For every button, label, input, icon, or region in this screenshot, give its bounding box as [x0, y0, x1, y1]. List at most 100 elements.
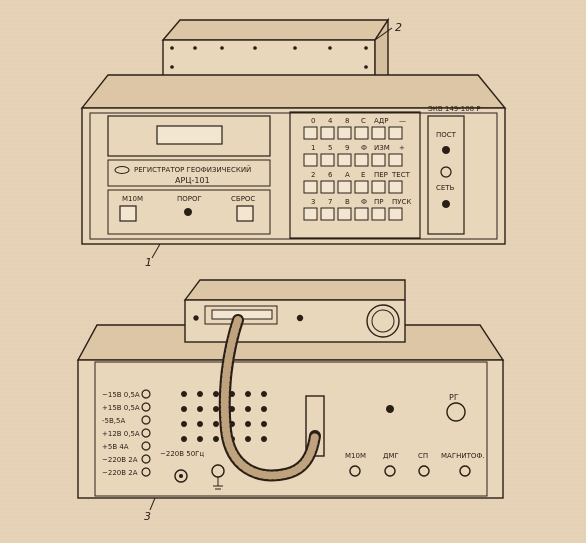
connector-label: ДМГ — [383, 452, 399, 460]
model-plate: ЭКВ 149-108 Р — [428, 105, 481, 113]
keypad-key[interactable] — [354, 126, 369, 140]
connector-label: М10М — [345, 452, 366, 460]
keypad-label: ТЕСТ — [391, 171, 411, 179]
keypad-label: + — [399, 144, 405, 152]
keypad-label: 7 — [328, 198, 332, 206]
keypad-label: 9 — [345, 144, 349, 152]
keypad-key[interactable] — [303, 153, 318, 167]
keypad-label: — — [399, 117, 406, 125]
keypad-label: АДР — [374, 117, 388, 125]
fuse-column: ~15В 0,5А +15В 0,5А -5В,5А +12В 0,5А +5В… — [102, 389, 151, 477]
sbros-label: СБРОС — [231, 195, 255, 203]
post-label: ПОСТ — [436, 131, 457, 139]
fuse-holder-icon[interactable] — [141, 428, 151, 438]
keypad-label: ПР — [374, 198, 384, 206]
voltage-label: ~220В 50Гц — [160, 450, 204, 458]
fuse-label: ~220В 2А — [102, 456, 138, 464]
logo-icon — [114, 166, 130, 174]
keypad-frame — [289, 111, 421, 239]
vent-grid — [181, 391, 267, 442]
connector-dmg[interactable] — [384, 465, 396, 477]
callout-2-leader — [374, 27, 393, 41]
title-plate — [107, 159, 271, 187]
display-window — [156, 125, 223, 145]
fuse-label: +15В 0,5А — [102, 404, 140, 412]
cable — [220, 316, 319, 480]
keypad-key[interactable] — [320, 153, 335, 167]
power-socket-icon[interactable] — [174, 469, 188, 483]
keypad-key[interactable] — [303, 180, 318, 194]
keypad-key[interactable] — [371, 180, 386, 194]
keypad-key[interactable] — [337, 180, 352, 194]
keypad-label: Ф — [361, 144, 367, 152]
keypad-label: ПЕР — [374, 171, 388, 179]
keypad-key[interactable] — [388, 126, 403, 140]
keypad-label: 1 — [311, 144, 315, 152]
keypad-key[interactable] — [337, 207, 352, 221]
keypad-key[interactable] — [320, 207, 335, 221]
fuse-label: ~220В 2А — [102, 469, 138, 477]
power-socket-pin-icon — [179, 474, 183, 478]
keypad-key[interactable] — [371, 153, 386, 167]
callout-3-leader — [149, 497, 156, 511]
keypad-key[interactable] — [354, 153, 369, 167]
keypad-key[interactable] — [371, 126, 386, 140]
porog-knob[interactable] — [184, 208, 192, 216]
post-lamp-icon — [440, 166, 452, 178]
m10m-button[interactable] — [119, 205, 137, 222]
keypad-key[interactable] — [354, 180, 369, 194]
connector-m10m[interactable] — [349, 465, 361, 477]
keypad-label: 4 — [328, 117, 333, 125]
keypad-key[interactable] — [337, 153, 352, 167]
fuse-holder-icon[interactable] — [141, 389, 151, 399]
title-line-2: АРЦ-101 — [175, 176, 210, 185]
keypad-key[interactable] — [303, 207, 318, 221]
keypad-label: В — [345, 198, 350, 206]
keypad-key[interactable] — [337, 126, 352, 140]
fuse-holder-icon[interactable] — [141, 415, 151, 425]
connector-magnitof[interactable] — [459, 465, 471, 477]
callout-3: 3 — [144, 510, 151, 523]
keypad-label: ИЗМ — [374, 144, 390, 152]
keypad-label: 3 — [311, 198, 315, 206]
keypad-label: 8 — [345, 117, 349, 125]
title-line-1: РЕГИСТРАТОР ГЕОФИЗИЧЕСКИЙ — [134, 165, 251, 174]
m10m-label: М10М — [122, 195, 143, 203]
keypad-key[interactable] — [371, 207, 386, 221]
connector-label: СП — [418, 452, 428, 460]
fuse-holder-icon[interactable] — [141, 467, 151, 477]
button-group — [107, 189, 271, 235]
keypad-key[interactable] — [388, 180, 403, 194]
fuse-holder-icon[interactable] — [141, 454, 151, 464]
keypad-key[interactable] — [388, 207, 403, 221]
keypad-key[interactable] — [320, 180, 335, 194]
post-indicator-icon — [442, 146, 450, 154]
callout-2: 2 — [395, 21, 402, 34]
connector-sp[interactable] — [418, 465, 430, 477]
keypad-label: 0 — [311, 117, 315, 125]
keypad-label: 5 — [328, 144, 332, 152]
rg-connector-icon[interactable] — [446, 402, 466, 422]
display-bezel — [107, 115, 271, 157]
callout-1: 1 — [145, 256, 152, 269]
sbros-button[interactable] — [236, 205, 254, 222]
indicator-icon — [386, 405, 394, 413]
keypad-label: Ф — [361, 198, 367, 206]
keypad-key[interactable] — [354, 207, 369, 221]
sensor-box — [183, 279, 406, 343]
keypad-label: С — [361, 117, 366, 125]
fuse-label: +5В 4А — [102, 443, 129, 451]
keypad-key[interactable] — [320, 126, 335, 140]
connector-label: МАГНИТОФ. — [441, 452, 485, 460]
keypad-key[interactable] — [303, 126, 318, 140]
fuse-holder-icon[interactable] — [141, 441, 151, 451]
power-toggle[interactable] — [442, 200, 450, 208]
keypad-label: А — [345, 171, 350, 179]
keypad-key[interactable] — [388, 153, 403, 167]
keypad-label: 2 — [311, 171, 315, 179]
fuse-label: -5В,5А — [102, 417, 125, 425]
ground-symbol-icon — [213, 477, 223, 490]
fuse-holder-icon[interactable] — [141, 402, 151, 412]
porog-label: ПОРОГ — [177, 195, 202, 203]
